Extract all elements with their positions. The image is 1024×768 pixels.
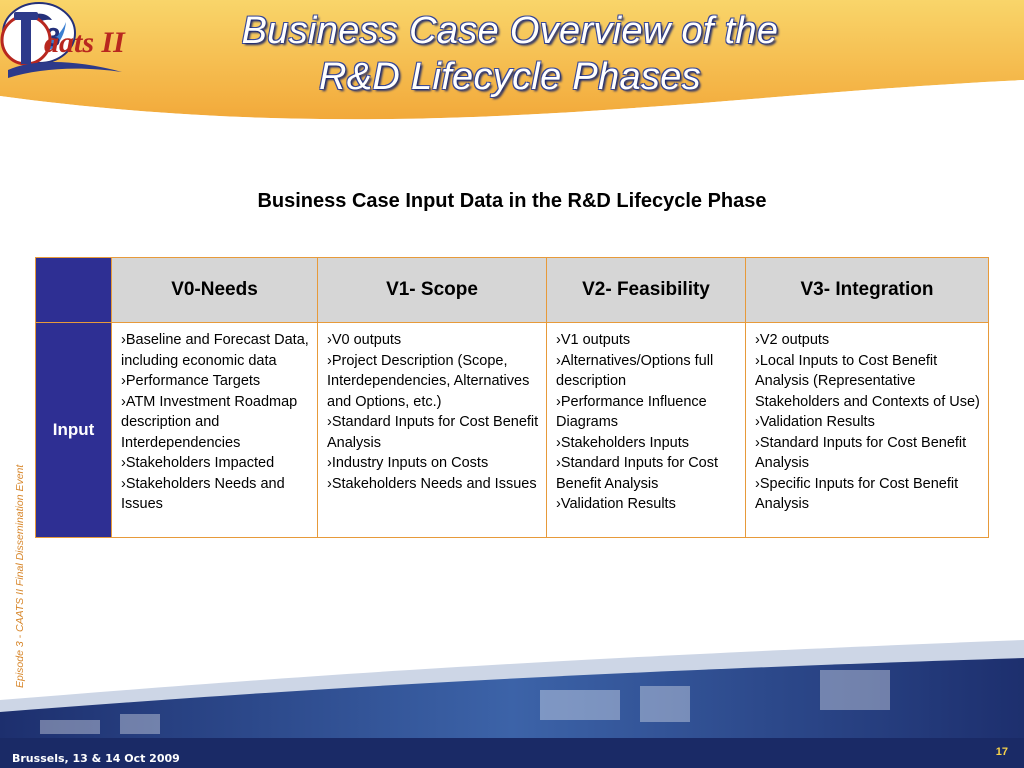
table-cell-v3: V2 outputs Local Inputs to Cost Benefit … [745, 322, 989, 538]
list-item: Standard Inputs for Cost Benefit Analysi… [556, 453, 741, 494]
column-header: V1- Scope [317, 257, 547, 323]
list-item: Standard Inputs for Cost Benefit Analysi… [755, 433, 984, 474]
list-item: Specific Inputs for Cost Benefit Analysi… [755, 474, 984, 515]
list-item: Baseline and Forecast Data, including ec… [121, 330, 313, 371]
list-item: Validation Results [556, 494, 741, 515]
list-item: Stakeholders Impacted [121, 453, 313, 474]
list-item: Stakeholders Needs and Issues [327, 474, 542, 495]
caats-logo-icon: aats II [0, 12, 126, 78]
footer-banner: Brussels, 13 & 14 Oct 2009 17 [0, 640, 1024, 768]
page-number: 17 [995, 746, 1008, 758]
list-item: Alternatives/Options full description [556, 351, 741, 392]
table-cell-v2: V1 outputs Alternatives/Options full des… [546, 322, 746, 538]
header-banner: 3 aats II Business Case Overview of the … [0, 0, 1024, 120]
list-item: Performance Influence Diagrams [556, 392, 741, 433]
table-cell-v1: V0 outputs Project Description (Scope, I… [317, 322, 547, 538]
list-item: V0 outputs [327, 330, 542, 351]
footer-date: Brussels, 13 & 14 Oct 2009 [12, 752, 180, 765]
list-item: V1 outputs [556, 330, 741, 351]
list-item: Standard Inputs for Cost Benefit Analysi… [327, 412, 542, 453]
title-line-2: R&D Lifecycle Phases [319, 56, 701, 98]
list-item: Stakeholders Needs and Issues [121, 474, 313, 515]
list-item: ATM Investment Roadmap description and I… [121, 392, 313, 454]
list-item: Validation Results [755, 412, 984, 433]
footer-background [0, 640, 1024, 768]
list-item: Local Inputs to Cost Benefit Analysis (R… [755, 351, 984, 413]
svg-text:aats II: aats II [44, 26, 126, 59]
column-header: V0-Needs [111, 257, 318, 323]
column-header: V3- Integration [745, 257, 989, 323]
table-header-row: V0-Needs V1- Scope V2- Feasibility V3- I… [35, 257, 989, 323]
column-header: V2- Feasibility [546, 257, 746, 323]
table-row: Input Baseline and Forecast Data, includ… [35, 322, 989, 538]
list-item: Project Description (Scope, Interdepende… [327, 351, 542, 413]
list-item: V2 outputs [755, 330, 984, 351]
banner-background [0, 0, 1024, 120]
table-cell-v0: Baseline and Forecast Data, including ec… [111, 322, 318, 538]
row-header-input: Input [35, 322, 112, 538]
slide-title: Business Case Overview of the R&D Lifecy… [160, 8, 860, 100]
list-item: Performance Targets [121, 371, 313, 392]
list-item: Industry Inputs on Costs [327, 453, 542, 474]
lifecycle-table: V0-Needs V1- Scope V2- Feasibility V3- I… [35, 257, 989, 538]
table-corner-cell [35, 257, 112, 323]
table-subtitle: Business Case Input Data in the R&D Life… [257, 190, 767, 212]
title-line-1: Business Case Overview of the [241, 10, 779, 52]
list-item: Stakeholders Inputs [556, 433, 741, 454]
